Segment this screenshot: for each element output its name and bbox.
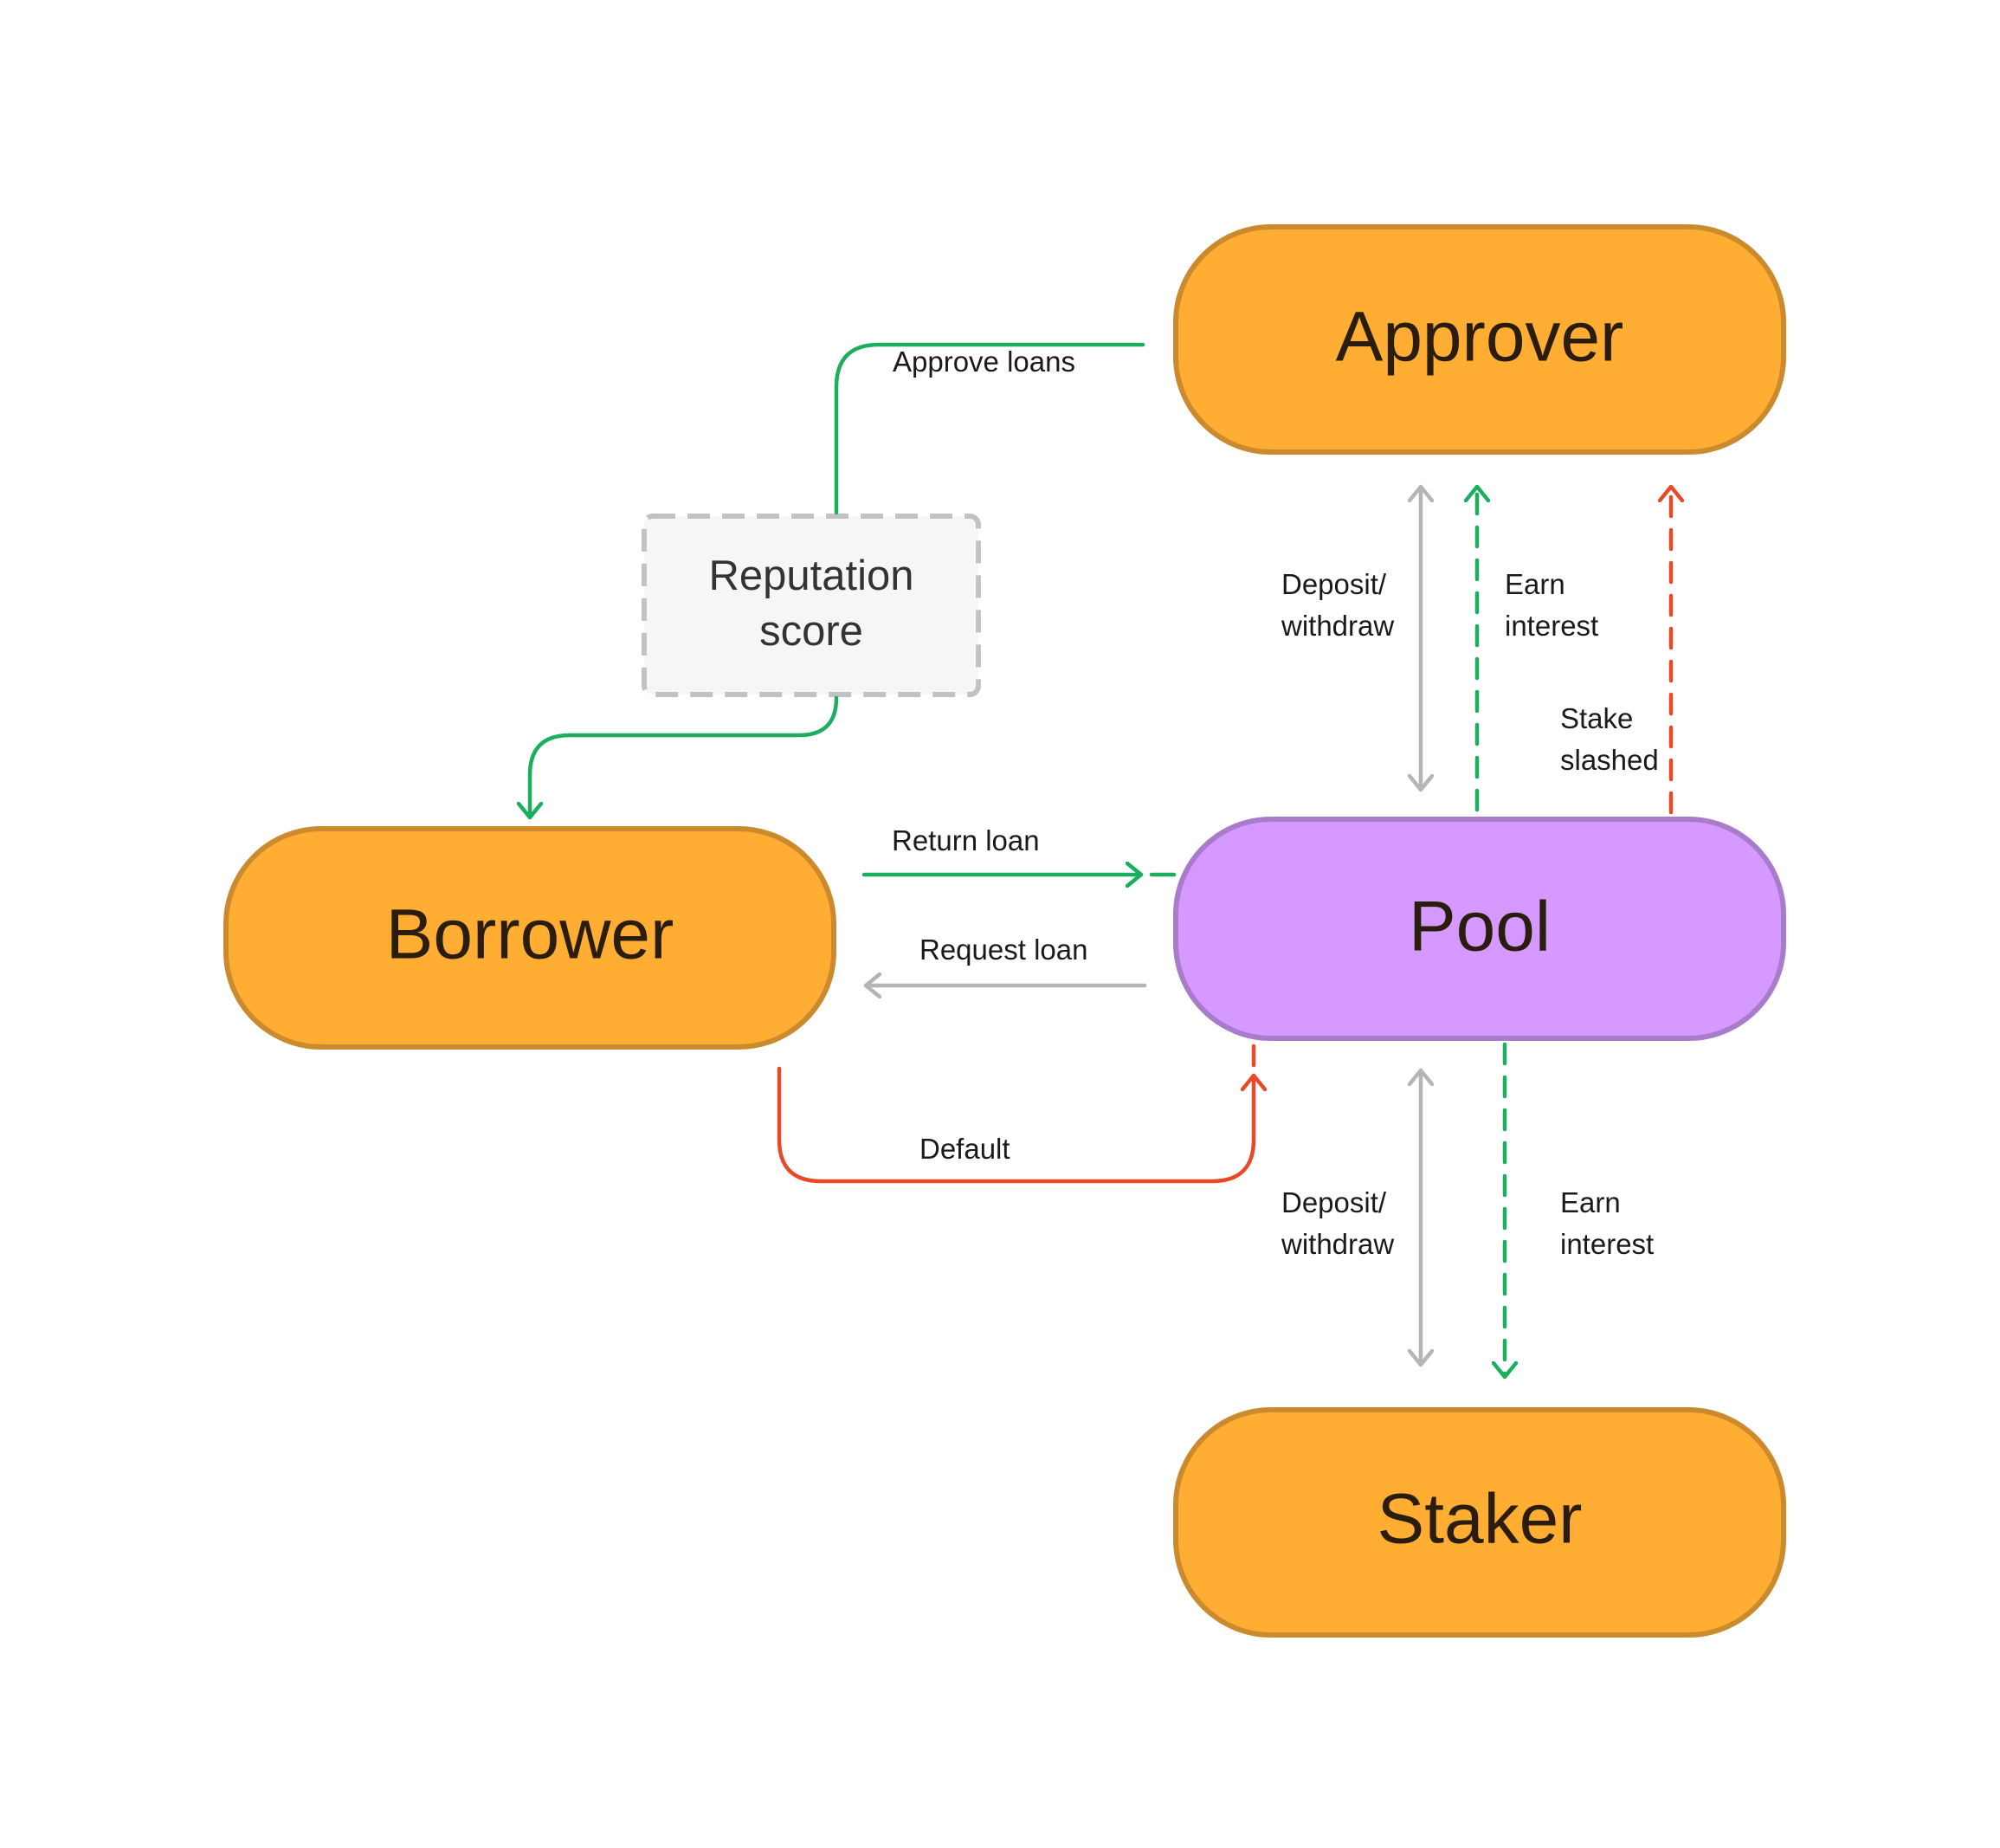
pool-node: Pool [1173, 817, 1786, 1041]
staker-earn-label-line2: interest [1560, 1228, 1654, 1260]
approver-deposit-label-line1: Deposit/ [1281, 568, 1387, 600]
default-label: Default [919, 1133, 1010, 1165]
pool-label: Pool [1409, 888, 1551, 966]
reputation-label-line2: score [759, 608, 863, 655]
staker-label: Staker [1377, 1480, 1583, 1559]
staker-deposit-label-line1: Deposit/ [1281, 1186, 1387, 1218]
approve-loans-arrow [834, 342, 1145, 515]
approve-loans-label: Approve loans [893, 346, 1075, 378]
borrower-node: Borrower [223, 826, 836, 1050]
approver-label: Approver [1336, 298, 1624, 377]
borrower-label: Borrower [386, 895, 674, 974]
approver-deposit-label-line2: withdraw [1281, 610, 1394, 642]
reputation-score-box: Reputation score [642, 514, 981, 697]
staker-deposit-label-line2: withdraw [1281, 1228, 1394, 1260]
reputation-label-line1: Reputation [708, 552, 913, 599]
default-arrow-solid [777, 1066, 1254, 1184]
staker-node: Staker [1173, 1407, 1786, 1638]
reputation-to-borrower-arrow [530, 695, 839, 820]
request-loan-label: Request loan [919, 934, 1087, 966]
staker-earn-label-line1: Earn [1560, 1186, 1621, 1218]
approver-earn-label-line2: interest [1505, 610, 1598, 642]
approver-earn-label-line1: Earn [1505, 568, 1565, 600]
return-loan-label: Return loan [892, 824, 1040, 856]
stake-slashed-label-line2: slashed [1560, 744, 1659, 776]
approver-node: Approver [1173, 224, 1786, 455]
stake-slashed-label-line1: Stake [1560, 702, 1633, 734]
